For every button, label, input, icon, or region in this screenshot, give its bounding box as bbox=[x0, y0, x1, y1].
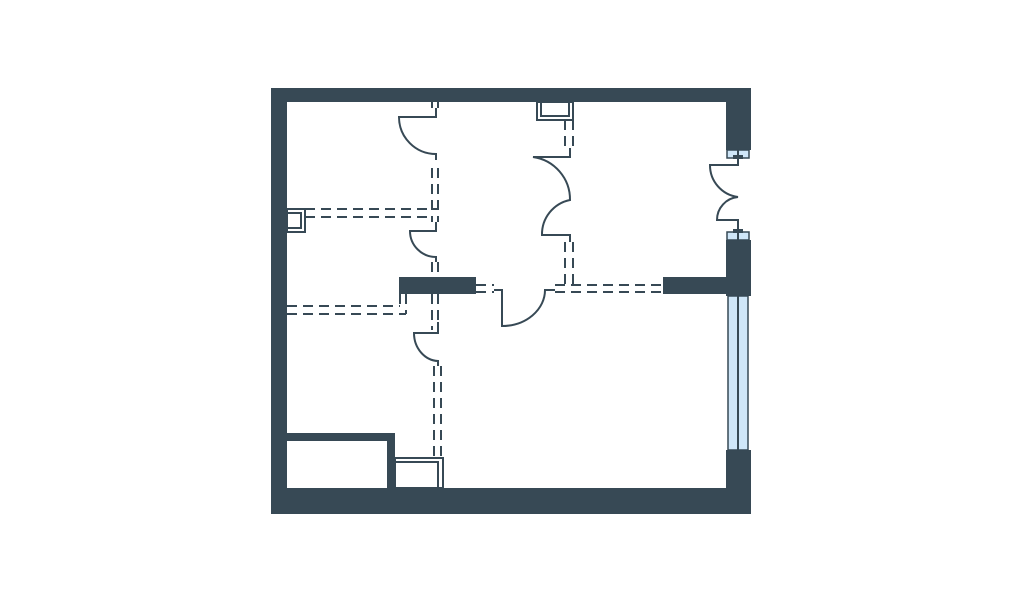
door-6 bbox=[412, 322, 439, 366]
door-1 bbox=[397, 108, 437, 160]
interior-wall-right bbox=[663, 277, 726, 294]
bottom-wall bbox=[271, 488, 751, 514]
vent-box-top bbox=[536, 101, 574, 121]
door-4-double bbox=[708, 159, 739, 229]
right-wall-top bbox=[726, 88, 751, 150]
door-5 bbox=[494, 289, 555, 328]
right-wall-bottom bbox=[726, 450, 751, 514]
exterior-walls bbox=[271, 88, 751, 514]
interior-walls bbox=[287, 277, 726, 488]
fixtures bbox=[286, 101, 574, 489]
interior-wall-center bbox=[399, 277, 476, 294]
doors bbox=[397, 108, 739, 366]
door-2 bbox=[408, 222, 437, 262]
right-wall-middle bbox=[726, 240, 751, 296]
left-wall bbox=[271, 88, 287, 514]
top-wall bbox=[271, 88, 751, 102]
windows bbox=[726, 149, 750, 451]
closet-wall-vertical bbox=[387, 433, 395, 488]
door-3-double bbox=[532, 148, 572, 242]
closet-wall-horizontal bbox=[287, 433, 395, 441]
partitions bbox=[287, 102, 663, 458]
